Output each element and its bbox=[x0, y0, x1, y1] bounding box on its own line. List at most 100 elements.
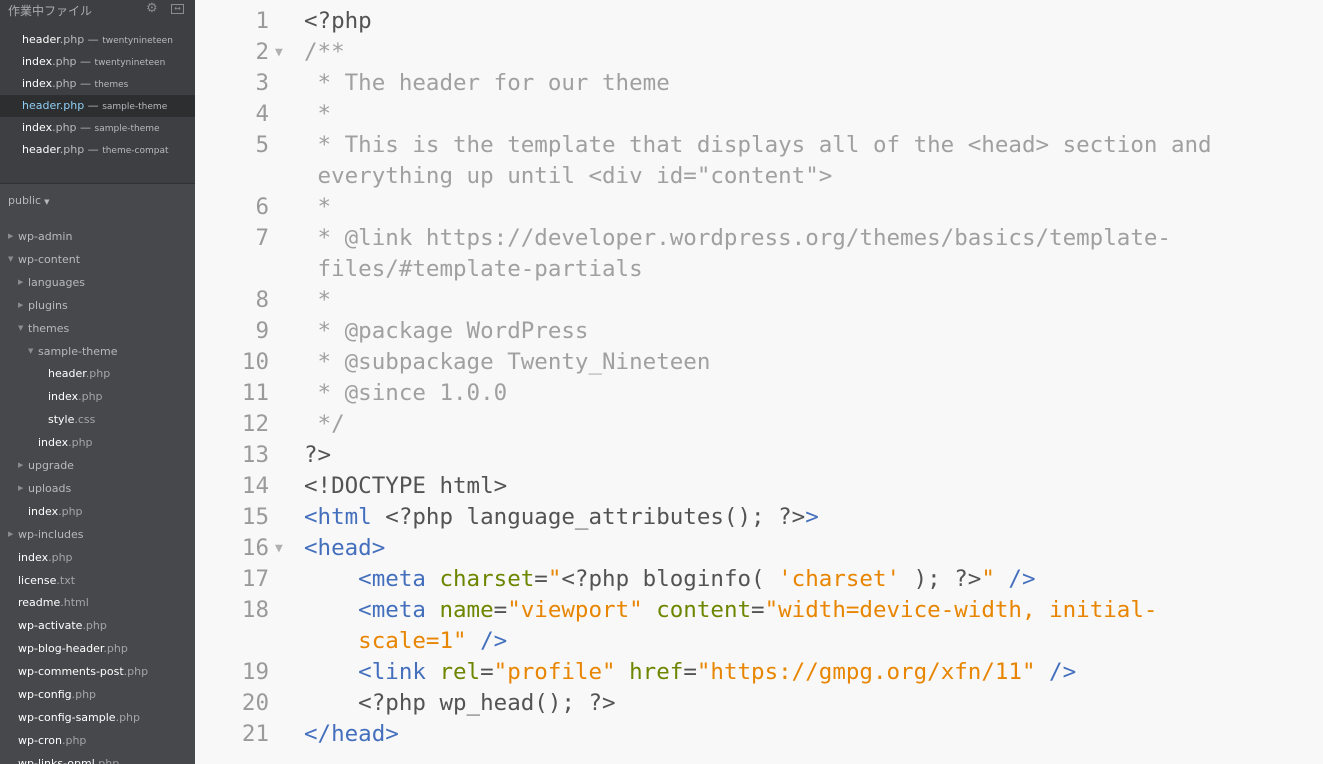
code-token: ?> bbox=[304, 442, 332, 468]
tree-file[interactable]: readme.html bbox=[0, 591, 195, 614]
tree-item-label: wp-cron.php bbox=[18, 729, 86, 752]
file-directory: twentynineteen bbox=[94, 58, 166, 68]
code-token: /** bbox=[304, 39, 345, 65]
tree-file[interactable]: index.php bbox=[0, 431, 195, 454]
item-name: wp-comments-post bbox=[18, 665, 124, 679]
code-text: <!DOCTYPE html> bbox=[304, 471, 507, 502]
tree-item-label: upgrade bbox=[28, 454, 74, 477]
tree-file[interactable]: wp-comments-post.php bbox=[0, 660, 195, 683]
code-token: 'charset' bbox=[778, 566, 901, 592]
file-name: header bbox=[22, 143, 60, 156]
code-token: charset bbox=[439, 566, 535, 592]
tree-folder[interactable]: ▶ upgrade bbox=[0, 454, 195, 477]
item-extension: .php bbox=[103, 642, 128, 656]
tree-folder[interactable]: ▶ plugins bbox=[0, 294, 195, 317]
code-text: <head> bbox=[304, 533, 385, 564]
caret-down-icon[interactable]: ▼ bbox=[18, 323, 24, 332]
caret-right-icon[interactable]: ▶ bbox=[8, 529, 14, 538]
code-token: * @link https://developer.wordpress.org/… bbox=[304, 225, 1171, 251]
tree-file[interactable]: wp-blog-header.php bbox=[0, 637, 195, 660]
item-name: uploads bbox=[28, 481, 72, 495]
tree-folder[interactable]: ▼ sample-theme bbox=[0, 340, 195, 363]
tree-item-label: readme.html bbox=[18, 591, 89, 614]
line-number: 20 bbox=[241, 690, 269, 716]
item-extension: .php bbox=[85, 367, 111, 381]
split-view-icon[interactable]: ↔ bbox=[171, 4, 184, 14]
file-extension: .php bbox=[59, 99, 85, 112]
code-text: <meta charset="<?php bloginfo( 'charset'… bbox=[304, 564, 1035, 595]
working-file-item[interactable]: index.php — sample-theme bbox=[0, 117, 195, 139]
gear-icon[interactable]: ⚙ bbox=[146, 1, 158, 16]
working-file-item[interactable]: index.php — twentynineteen bbox=[0, 51, 195, 73]
tree-item-label: wp-comments-post.php bbox=[18, 660, 148, 683]
caret-down-icon[interactable]: ▼ bbox=[8, 254, 14, 263]
item-name: languages bbox=[28, 275, 85, 289]
tree-file[interactable]: header.php bbox=[0, 362, 195, 385]
working-file-item[interactable]: header.php — theme-compat bbox=[0, 139, 195, 161]
line-number: 5 bbox=[255, 132, 269, 158]
file-name: header bbox=[22, 33, 60, 46]
code-token: * This is the template that displays all… bbox=[304, 132, 1212, 158]
code-token: = bbox=[683, 659, 697, 685]
item-name: themes bbox=[28, 321, 70, 335]
working-files-title: 作業中ファイル bbox=[8, 4, 93, 18]
tree-file[interactable]: index.php bbox=[0, 546, 195, 569]
caret-right-icon[interactable]: ▶ bbox=[18, 461, 24, 469]
tree-file[interactable]: index.php bbox=[0, 500, 195, 523]
tree-file[interactable]: wp-cron.php bbox=[0, 729, 195, 752]
code-token: <link bbox=[304, 659, 440, 685]
code-token: = bbox=[480, 659, 494, 685]
working-file-item[interactable]: header.php — sample-theme bbox=[0, 95, 195, 117]
tree-item-label: header.php bbox=[48, 362, 110, 385]
tree-file[interactable]: wp-links-opml.php bbox=[0, 752, 195, 764]
caret-right-icon[interactable]: ▶ bbox=[18, 483, 24, 492]
code-token: <meta bbox=[304, 566, 440, 592]
code-text: */ bbox=[304, 409, 345, 440]
caret-right-icon[interactable]: ▶ bbox=[18, 277, 24, 286]
project-dropdown[interactable]: public▼ bbox=[8, 194, 50, 207]
working-file-item[interactable]: index.php — themes bbox=[0, 73, 195, 95]
line-number: 11 bbox=[241, 380, 269, 406]
item-name: index bbox=[48, 390, 79, 404]
file-name: index bbox=[22, 55, 53, 68]
fold-triangle-icon[interactable]: ▼ bbox=[275, 45, 283, 60]
tree-folder[interactable]: ▼ themes bbox=[0, 317, 195, 340]
tree-folder[interactable]: ▶wp-includes bbox=[0, 523, 195, 546]
code-token: </head> bbox=[304, 721, 399, 747]
code-token: * bbox=[304, 194, 332, 220]
code-token: files/#template-partials bbox=[304, 256, 643, 282]
working-file-item[interactable]: header.php — twentynineteen bbox=[0, 29, 195, 51]
code-text: /** bbox=[304, 37, 345, 68]
caret-down-icon[interactable]: ▼ bbox=[28, 346, 34, 355]
tree-folder[interactable]: ▶ languages bbox=[0, 271, 195, 294]
line-number: 3 bbox=[255, 70, 269, 96]
line-number: 21 bbox=[241, 721, 269, 747]
tree-item-label: index.php bbox=[38, 431, 93, 454]
item-name: style bbox=[48, 413, 75, 427]
code-text: <html <?php language_attributes(); ?>> bbox=[304, 502, 819, 533]
tree-item-label: sample-theme bbox=[38, 340, 118, 363]
caret-right-icon[interactable]: ▶ bbox=[18, 300, 24, 309]
tree-file[interactable]: index.php bbox=[0, 385, 195, 408]
tree-file[interactable]: style.css bbox=[0, 408, 195, 431]
code-token: */ bbox=[304, 411, 345, 437]
item-name: plugins bbox=[28, 298, 68, 312]
tree-folder[interactable]: ▶ uploads bbox=[0, 477, 195, 500]
code-text: * @since 1.0.0 bbox=[304, 378, 508, 409]
file-directory: sample-theme bbox=[102, 102, 168, 112]
tree-file[interactable]: license.txt bbox=[0, 569, 195, 592]
code-token: = bbox=[493, 597, 508, 623]
code-token: " bbox=[547, 566, 562, 592]
item-extension: .php bbox=[71, 688, 97, 701]
caret-right-icon[interactable]: ▶ bbox=[8, 232, 14, 240]
code-token: <head> bbox=[304, 535, 386, 561]
tree-file[interactable]: wp-config-sample.php bbox=[0, 706, 195, 729]
tree-file[interactable]: wp-activate.php bbox=[0, 614, 195, 637]
tree-folder[interactable]: ▼wp-content bbox=[0, 248, 195, 271]
tree-folder[interactable]: ▶wp-admin bbox=[0, 225, 195, 248]
fold-triangle-icon[interactable]: ▼ bbox=[275, 541, 283, 556]
tree-file[interactable]: wp-config.php bbox=[0, 683, 195, 706]
